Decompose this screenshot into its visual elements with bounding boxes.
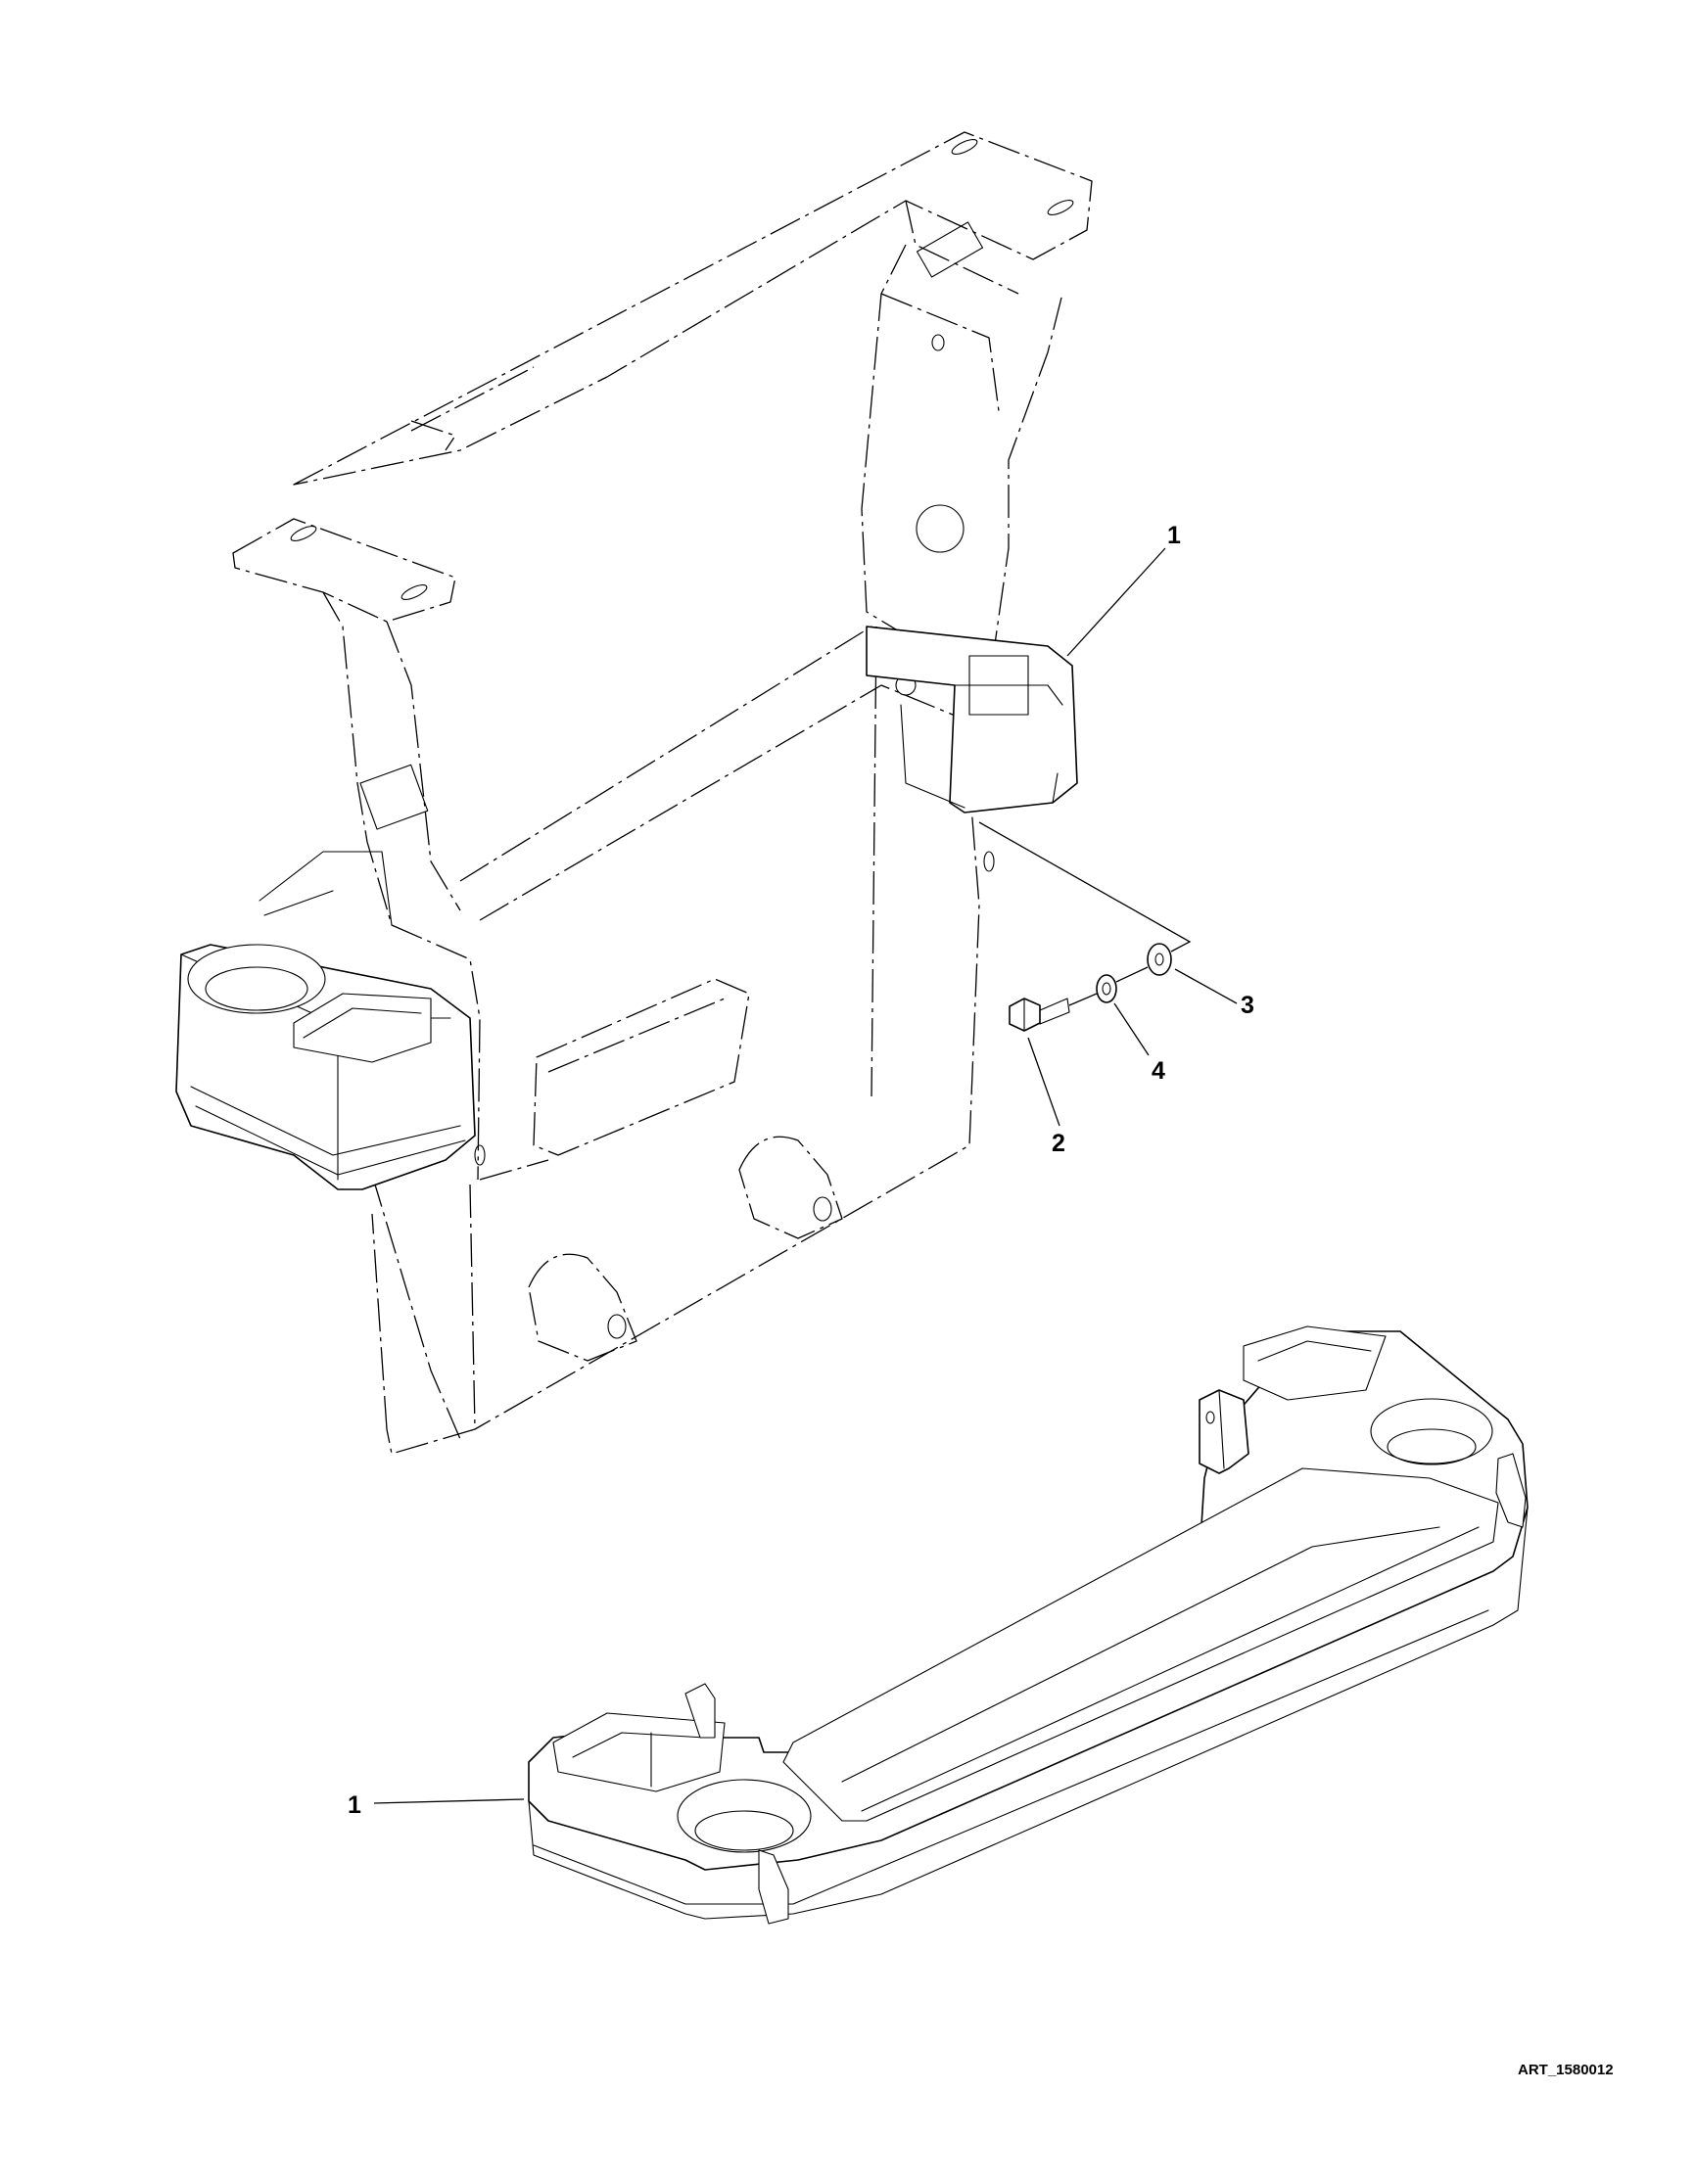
- callout-1-upper: 1: [1167, 522, 1181, 549]
- cup-holder-upper: [175, 626, 1078, 1190]
- flat-washer: [1147, 943, 1172, 976]
- callout-3: 3: [1241, 992, 1254, 1019]
- hex-bolt: [1009, 998, 1070, 1032]
- cup-holder-lower: [528, 1325, 1529, 1925]
- lock-washer: [1096, 974, 1117, 1003]
- callout-2: 2: [1052, 1130, 1065, 1157]
- callout-1-lower: 1: [348, 1791, 361, 1819]
- hardware: [978, 821, 1192, 1032]
- art-id: ART_1580012: [1518, 2062, 1614, 2078]
- callout-4: 4: [1152, 1057, 1165, 1085]
- leader-lines: [373, 547, 1238, 1804]
